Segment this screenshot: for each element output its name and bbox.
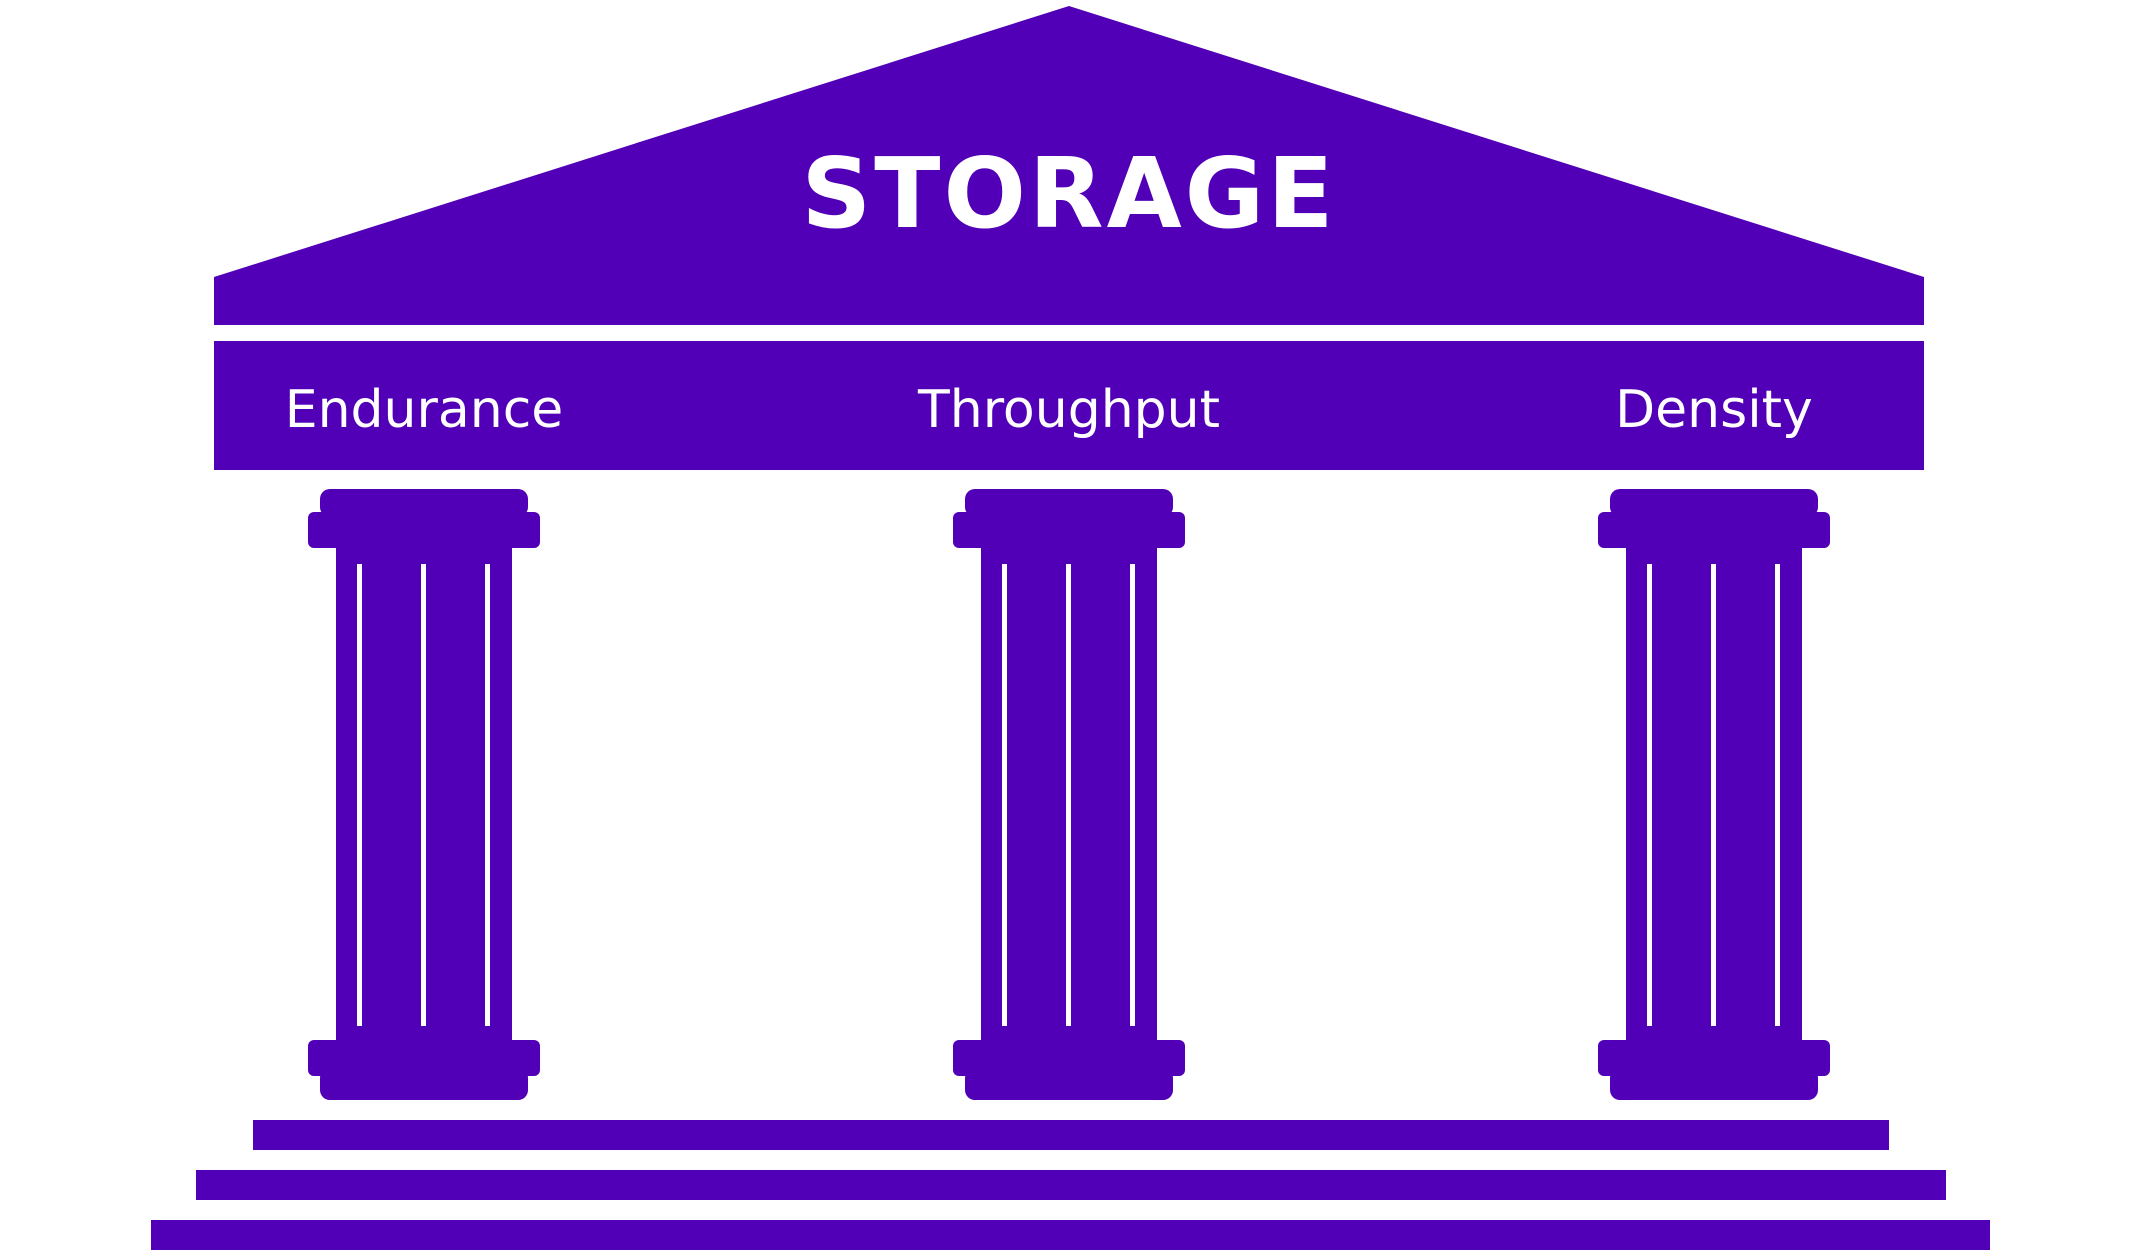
pillar-capital-top [320,489,528,517]
pillar-label-throughput: Throughput [917,380,1220,440]
pillar-plinth-bottom [320,1068,528,1100]
pillar-flute [1066,564,1071,1026]
pillar-capital-base [1598,512,1830,548]
pillar-capital-top [1610,489,1818,517]
pillar-plinth-bottom [1610,1068,1818,1100]
pillar-label-endurance: Endurance [285,380,564,440]
pillar-label-density: Density [1615,380,1813,440]
pillar-flute [1647,564,1652,1026]
pillar-capital-top [965,489,1173,517]
base-step-bottom [151,1220,1990,1250]
pillar-plinth [1598,1040,1830,1076]
pillar-capital-base [308,512,540,548]
pillar-plinth [308,1040,540,1076]
pillar-flute [1130,564,1135,1026]
architrave-band [214,341,1924,470]
pillar-flute [357,564,362,1026]
pillar-flute [1711,564,1716,1026]
pillar-flute [421,564,426,1026]
pillar-density [1598,489,1830,1100]
roof-title: STORAGE [801,137,1336,250]
pillar-plinth [953,1040,1185,1076]
base-step-top [253,1120,1889,1150]
pillar-throughput [953,489,1185,1100]
pillar-plinth-bottom [965,1068,1173,1100]
pillar-capital-base [953,512,1185,548]
roof-pediment [214,6,1924,325]
pillar-flute [485,564,490,1026]
pillar-flute [1775,564,1780,1026]
pillar-endurance [308,489,540,1100]
pillar-flute [1002,564,1007,1026]
base-step-middle [196,1170,1946,1200]
